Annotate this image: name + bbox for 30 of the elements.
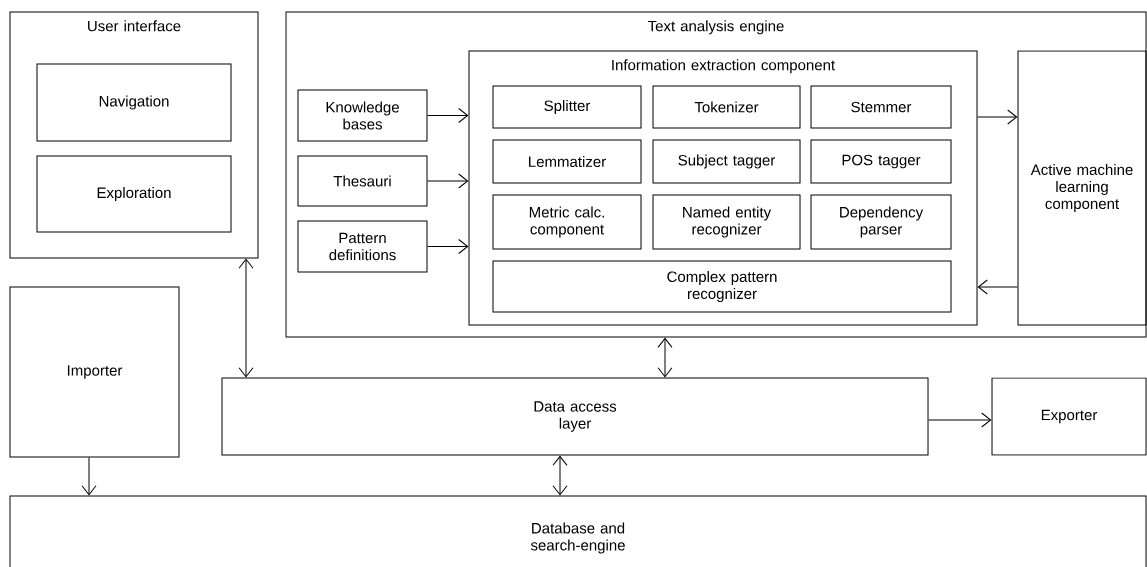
arrow — [238, 258, 254, 378]
arrow — [427, 239, 469, 254]
module-box: Navigation — [36, 63, 232, 142]
source-box: Knowledge bases — [297, 89, 428, 142]
source-box: Thesauri — [297, 155, 428, 207]
arrow — [427, 108, 469, 123]
module-box: Subject tagger — [652, 139, 801, 184]
module-box: Stemmer — [810, 85, 952, 129]
source-box: Pattern definitions — [297, 220, 428, 273]
module-box: Splitter — [492, 85, 642, 129]
module-box: Lemmatizer — [492, 139, 642, 184]
arrow — [977, 279, 1018, 295]
arrow — [81, 457, 97, 496]
module-box: Dependency parser — [810, 194, 952, 250]
module-box: Named entity recognizer — [652, 194, 801, 250]
arrow — [928, 412, 992, 428]
process-box: Exporter — [991, 377, 1147, 456]
arrow — [977, 109, 1018, 125]
layer-box: Data access layer — [221, 377, 929, 456]
arrow — [657, 337, 673, 378]
database-box: Database and search-engine — [9, 495, 1147, 567]
module-box: POS tagger — [810, 139, 952, 184]
arrow — [427, 173, 469, 189]
module-box: Tokenizer — [652, 85, 801, 129]
arrow — [552, 455, 568, 496]
process-box: Importer — [9, 286, 180, 458]
module-box: Exploration — [36, 155, 232, 233]
module-box: Complex pattern recognizer — [492, 260, 952, 313]
component-box: Active machine learning component — [1017, 50, 1147, 326]
module-box: Metric calc. component — [492, 194, 642, 250]
